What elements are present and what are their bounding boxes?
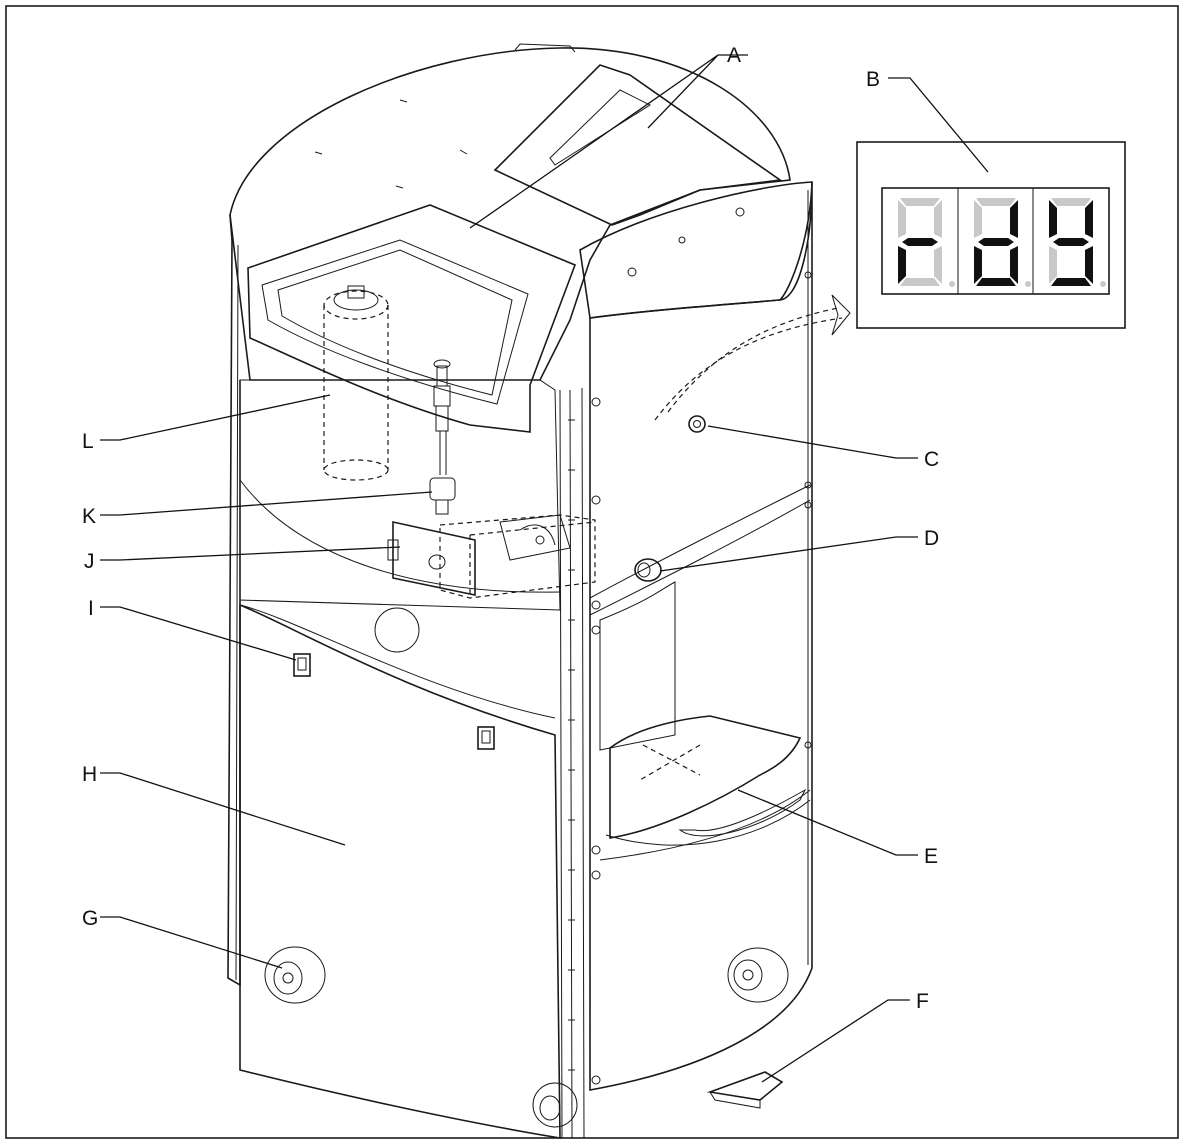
digit-2-segment-a: [976, 198, 1016, 206]
door-latch-2: [477, 726, 495, 750]
seven-segment-digits: [898, 198, 1106, 287]
callout-i: I: [88, 597, 94, 620]
pillar-opening: [599, 581, 676, 751]
digit-3-segment-e: [1049, 246, 1057, 284]
digit-1-segment-d: [900, 278, 940, 286]
heater-box: [387, 514, 596, 599]
callout-c: C: [924, 448, 939, 471]
filter-cap: [333, 285, 379, 311]
callout-a: A: [727, 44, 741, 67]
callout-d: D: [924, 527, 939, 550]
foot-pedal: [706, 1071, 784, 1101]
digit-2-decimal-point: [1025, 281, 1031, 287]
knob-c: [688, 415, 706, 433]
digit-3-segment-a: [1051, 198, 1091, 206]
digit-3-segment-b: [1085, 200, 1093, 238]
display-panel: [856, 141, 1126, 329]
digit-2-segment-b: [1010, 200, 1018, 238]
left-wheel: [264, 946, 326, 1004]
top-lid: [229, 47, 791, 381]
hopper-lid: [493, 64, 783, 226]
digit-3-decimal-point: [1100, 281, 1106, 287]
callout-k: K: [82, 505, 96, 528]
callout-j: J: [84, 550, 95, 573]
drip-tray: [609, 715, 802, 839]
display-window: [881, 187, 1110, 295]
callout-l: L: [82, 430, 94, 453]
filter-cartridge: [323, 290, 389, 481]
door-latch-1: [293, 653, 311, 677]
right-wheel: [727, 947, 789, 1003]
digit-3-segment-c: [1085, 246, 1093, 284]
heater-plate: [392, 521, 476, 596]
digit-1-segment-c: [934, 246, 942, 284]
callout-e: E: [924, 845, 938, 868]
machine-body: [227, 43, 851, 1139]
figure-frame: [5, 5, 1179, 1139]
digit-2-segment-d: [976, 278, 1016, 286]
digit-2-segment-c: [1010, 246, 1018, 284]
digit-1-segment-g: [902, 238, 938, 246]
pillar-bolts: [591, 271, 812, 1085]
digit-2-segment-e: [974, 246, 982, 284]
bottom-wheel: [532, 1082, 578, 1128]
callout-b: B: [866, 68, 880, 91]
front-top-cap: [579, 181, 813, 319]
valve-assembly: [429, 359, 456, 515]
inner-recess: [239, 379, 561, 611]
front-pillar: [589, 181, 813, 1091]
digit-3-segment-g: [1053, 238, 1089, 246]
callout-g: G: [82, 907, 98, 930]
lid-marks: [314, 99, 468, 189]
vertical-rail: [559, 387, 585, 1139]
callout-f: F: [916, 990, 929, 1013]
digit-3-segment-f: [1049, 200, 1057, 238]
digit-1-segment-a: [900, 198, 940, 206]
round-port: [374, 607, 420, 653]
tray-handle: [678, 788, 807, 837]
lid-notch: [514, 43, 576, 53]
knob-d: [634, 558, 662, 582]
digit-1-segment-b: [934, 200, 942, 238]
hopper-tray: [247, 204, 577, 433]
digit-2-segment-f: [974, 200, 982, 238]
display-pointer-arrow: [654, 317, 843, 421]
digit-1-decimal-point: [949, 281, 955, 287]
digit-2-segment-g: [978, 238, 1014, 246]
digit-3-segment-d: [1051, 278, 1091, 286]
callouts: A B C D E F G H I J K L: [82, 44, 989, 1083]
digit-1-segment-e: [898, 246, 906, 284]
callout-h: H: [82, 763, 97, 786]
digit-1-segment-f: [898, 200, 906, 238]
front-door: [239, 603, 561, 1139]
